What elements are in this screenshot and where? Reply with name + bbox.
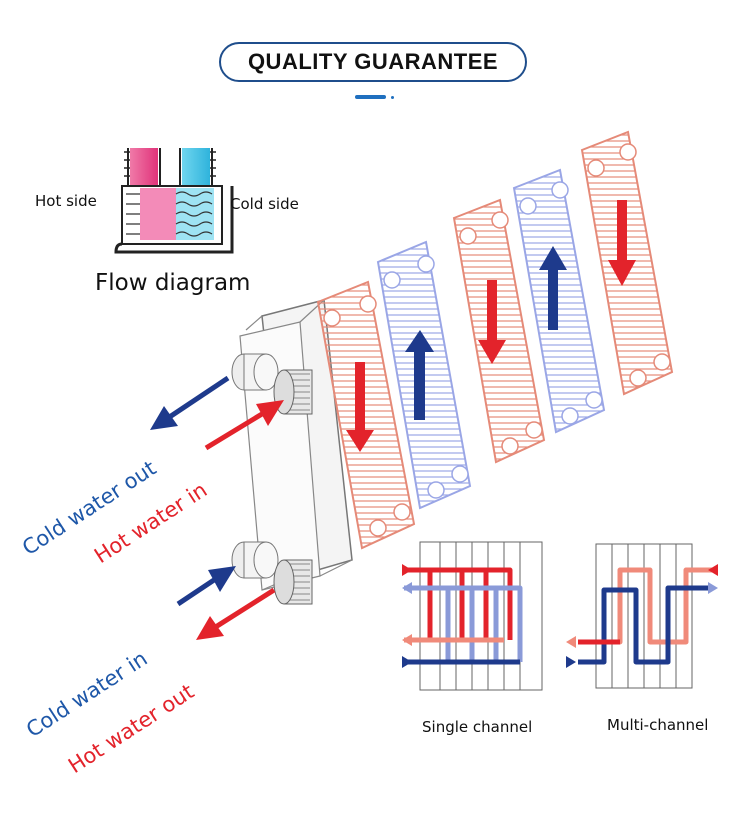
plate-hot-2 [452,198,546,464]
multi-channel-label: Multi-channel [607,716,709,734]
arrow-cold-water-in [176,566,236,607]
multi-channel-schematic [566,543,718,689]
nozzle-cold-out [231,353,279,391]
title-dot [391,96,394,99]
hot-flow-arrow-2 [478,280,506,364]
plate-waves [126,191,213,237]
hot-inlet-port [130,148,158,188]
nozzle-hot-in [273,369,313,415]
plate-hot-1 [316,280,416,550]
arrow-hot-water-out [196,587,276,640]
title-underline [355,95,386,99]
arrow-cold-water-out [150,375,230,430]
cold-channel [176,188,214,240]
plate-cold-2 [512,168,606,434]
flow-diagram-caption: Flow diagram [95,270,251,296]
page-title: QUALITY GUARANTEE [219,42,527,82]
single-channel-label: Single channel [422,718,533,736]
nozzle-cold-in [231,541,279,579]
arrow-hot-water-in [204,400,284,451]
single-channel-schematic [402,541,543,691]
cold-flow-arrow-2 [539,246,567,330]
plate-hot-3 [580,130,674,396]
plate-cold-1 [376,240,472,510]
hot-flow-arrow-3 [608,200,636,286]
cold-inlet-port [182,148,210,188]
hot-side-label: Hot side [35,192,97,210]
nozzle-hot-out [273,559,313,605]
hot-channel [140,188,176,240]
flow-diagram-inset [114,148,234,254]
cold-side-label: Cold side [230,195,299,213]
cold-flow-arrow-1 [405,330,434,420]
hot-flow-arrow-1 [346,362,374,452]
